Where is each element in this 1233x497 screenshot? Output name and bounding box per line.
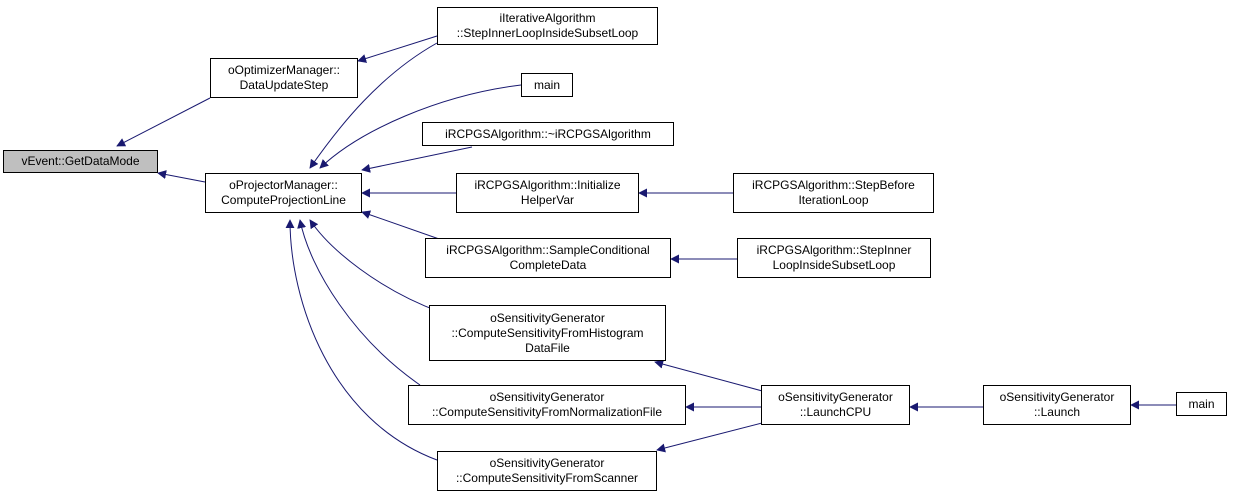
edge-main1-projector: [319, 84, 522, 169]
node-sensitivity-fromhistogramdatafile[interactable]: oSensitivityGenerator ::ComputeSensitivi…: [429, 305, 666, 361]
node-label: iRCPGSAlgorithm::SampleConditional: [446, 243, 650, 257]
node-optimizer-dataupdatestep[interactable]: oOptimizerManager:: DataUpdateStep: [210, 58, 358, 98]
node-label: iRCPGSAlgorithm::StepBefore: [752, 178, 915, 192]
edge-optimizer-root: [116, 97, 211, 147]
node-label: ::Launch: [1033, 405, 1081, 419]
edge-projector-root: [157, 170, 206, 183]
edge-launchcpu-hist: [654, 359, 767, 393]
node-rcpgs-destructor[interactable]: iRCPGSAlgorithm::~iRCPGSAlgorithm: [422, 122, 674, 146]
node-sensitivity-launch[interactable]: oSensitivityGenerator ::Launch: [983, 385, 1131, 425]
node-label: oSensitivityGenerator: [489, 390, 605, 404]
node-rcpgs-sampleconditionalcompletedata[interactable]: iRCPGSAlgorithm::SampleConditional Compl…: [425, 238, 671, 278]
edge-hist-projector: [309, 219, 441, 313]
edge-dtor-projector: [361, 146, 473, 173]
node-projector-computeprojectionline[interactable]: oProjectorManager:: ComputeProjectionLin…: [205, 173, 362, 213]
node-main-1[interactable]: main: [521, 73, 573, 97]
node-label: DataFile: [525, 340, 570, 355]
node-label: HelperVar: [520, 193, 575, 207]
edge-iterative-projector: [309, 42, 438, 169]
node-sensitivity-fromscanner[interactable]: oSensitivityGenerator ::ComputeSensitivi…: [437, 451, 657, 491]
node-label: vEvent::GetDataMode: [21, 154, 140, 168]
node-vevent-getdatamode: vEvent::GetDataMode: [3, 150, 158, 173]
edge-iterative-optimizer: [357, 35, 438, 63]
node-iterative-stepinnerloop[interactable]: iIterativeAlgorithm ::StepInnerLoopInsid…: [437, 7, 658, 45]
edge-sample-projector: [361, 210, 443, 241]
node-label: ::LaunchCPU: [799, 405, 872, 419]
node-label: main: [533, 77, 560, 92]
node-label: ComputeProjectionLine: [221, 193, 346, 207]
node-label: iRCPGSAlgorithm::Initialize: [474, 178, 621, 192]
node-label: ::ComputeSensitivityFromNormalizationFil…: [431, 405, 663, 419]
edge-scan-projector: [285, 219, 438, 461]
node-label: CompleteData: [509, 258, 587, 272]
node-label: oSensitivityGenerator: [999, 390, 1115, 404]
node-sensitivity-fromnormalizationfile[interactable]: oSensitivityGenerator ::ComputeSensitivi…: [408, 385, 686, 425]
node-sensitivity-launchcpu[interactable]: oSensitivityGenerator ::LaunchCPU: [761, 385, 910, 425]
node-label: oSensitivityGenerator: [489, 456, 605, 470]
node-label: iRCPGSAlgorithm::~iRCPGSAlgorithm: [445, 126, 651, 141]
edge-norm-projector: [297, 219, 421, 386]
node-label: ::ComputeSensitivityFromHistogram: [451, 325, 644, 340]
node-label: LoopInsideSubsetLoop: [772, 258, 896, 272]
edge-launchcpu-scan: [656, 421, 767, 453]
node-label: DataUpdateStep: [239, 78, 329, 92]
node-label: ::ComputeSensitivityFromScanner: [455, 471, 639, 485]
node-label: iRCPGSAlgorithm::StepInner: [756, 243, 912, 257]
node-label: oSensitivityGenerator: [490, 310, 605, 325]
node-label: iIterativeAlgorithm: [499, 11, 596, 25]
node-label: IterationLoop: [798, 193, 869, 207]
node-label: oProjectorManager::: [229, 178, 338, 192]
node-label: oSensitivityGenerator: [778, 390, 893, 404]
node-rcpgs-stepinnerloopinsidesubsetloop[interactable]: iRCPGSAlgorithm::StepInner LoopInsideSub…: [737, 238, 931, 278]
node-label: ::StepInnerLoopInsideSubsetLoop: [456, 26, 639, 40]
node-rcpgs-stepbeforeiterationloop[interactable]: iRCPGSAlgorithm::StepBefore IterationLoo…: [733, 173, 934, 213]
node-label: main: [1188, 396, 1215, 411]
node-label: oOptimizerManager::: [227, 63, 341, 77]
node-main-2[interactable]: main: [1176, 392, 1227, 416]
node-rcpgs-initializehelpervar[interactable]: iRCPGSAlgorithm::Initialize HelperVar: [456, 173, 639, 213]
